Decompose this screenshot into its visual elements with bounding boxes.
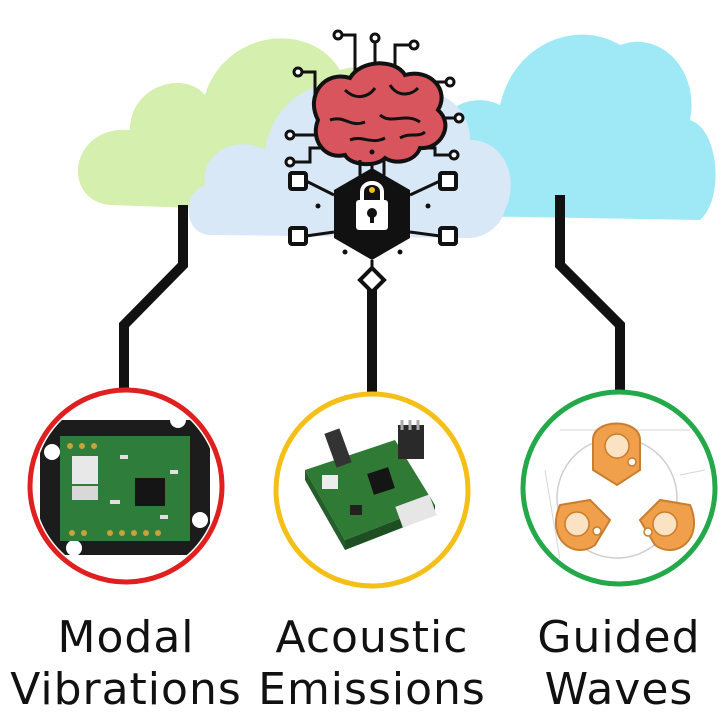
label-acoustic: Acoustic Emissions (252, 612, 492, 716)
sensor-acoustic (273, 391, 471, 589)
sensor-guided (520, 389, 718, 587)
label-modal-line2: Vibrations (10, 664, 242, 715)
label-acoustic-line1: Acoustic (275, 612, 469, 663)
connector-guided (555, 195, 625, 395)
accelerometer-pcb-photo (34, 402, 218, 572)
brain-circuit-lock-icon (284, 29, 465, 295)
connector-modal (119, 205, 188, 395)
label-acoustic-line2: Emissions (258, 664, 486, 715)
label-guided-line1: Guided (537, 612, 701, 663)
sensor-modal (27, 387, 225, 585)
piezo-transducer-drawing (544, 422, 706, 561)
acoustic-emission-board-photo (305, 420, 437, 550)
brain-icon (311, 61, 448, 167)
label-guided: Guided Waves (499, 612, 724, 716)
lock-icon (356, 181, 388, 230)
label-guided-line2: Waves (544, 664, 694, 715)
label-modal-line1: Modal (57, 612, 195, 663)
label-modal: Modal Vibrations (6, 612, 246, 716)
